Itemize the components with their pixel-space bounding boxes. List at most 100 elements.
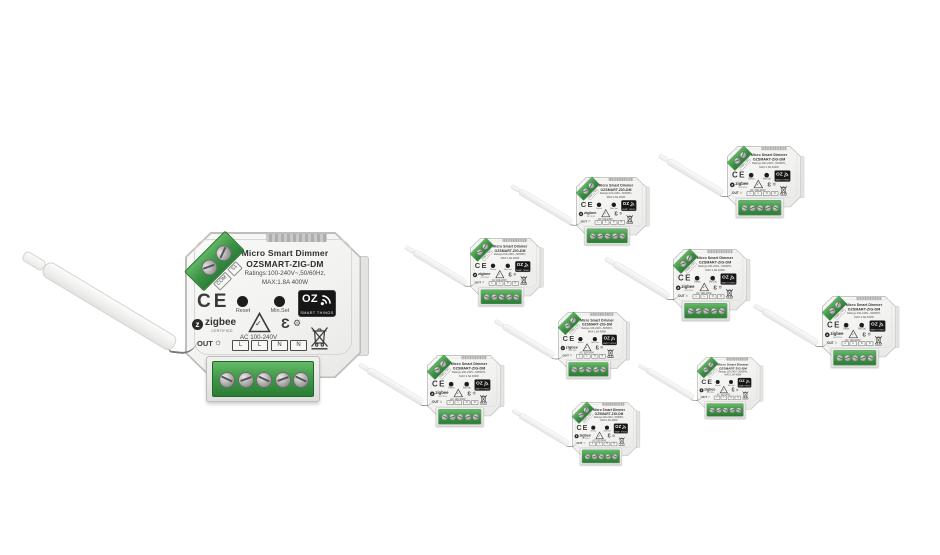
terminal-label-l1: L <box>713 395 721 400</box>
label-title-block: Micro Smart Dimmer OZSMART-ZIG-DM Rating… <box>710 363 756 377</box>
oz-logo-subtext: SMART THINGS <box>870 328 885 331</box>
e-certification-mark: Ɛ <box>467 389 472 397</box>
reset-label: Reset <box>694 280 701 284</box>
product-title: Micro Smart Dimmer <box>750 152 788 157</box>
terminal-screw <box>859 354 867 362</box>
rcm-triangle-icon: ✓ <box>699 282 710 292</box>
product-model: OZSMART-ZIG-DM <box>581 322 613 327</box>
terminal-label-l2: L <box>454 400 462 405</box>
antenna-rod <box>501 322 556 360</box>
load-fan-icon: ☼ <box>569 352 573 357</box>
terminal-label-n2: N <box>771 191 779 196</box>
label-title-block: Micro Smart Dimmer OZSMART-ZIG-DM Rating… <box>221 248 349 287</box>
wifi-icon <box>730 275 735 280</box>
terminal-screw <box>472 413 480 421</box>
terminal-screw <box>718 307 726 315</box>
gear-icon: ⚙ <box>735 387 739 392</box>
rcm-check-glyph: ✓ <box>702 285 706 290</box>
oz-brand-logo: OZ SMART THINGS <box>602 334 617 346</box>
max-load-line: MAX:1.8A 400W <box>854 315 874 319</box>
terminal-label-l2: L <box>700 294 708 299</box>
device-small-8: COM S1 Micro Smart Dimmer OZSMART-ZIG-DM… <box>637 356 764 419</box>
device-small-1: COM S1 Micro Smart Dimmer OZSMART-ZIG-DM… <box>658 145 805 218</box>
bottom-terminal-green <box>833 350 877 366</box>
reset-button <box>748 172 754 178</box>
zigbee-logo-text: zigbee <box>579 433 591 438</box>
zigbee-icon: z <box>675 285 681 291</box>
weee-bin-icon <box>618 437 625 446</box>
minset-button <box>764 172 769 178</box>
antenna-rod <box>761 307 820 347</box>
terminal-screw <box>275 372 291 388</box>
oz-brand-logo: OZ SMART THINGS <box>515 261 531 272</box>
terminal-screw <box>612 233 619 240</box>
terminal-label-n2: N <box>866 341 874 346</box>
mounting-clip <box>707 249 733 253</box>
ce-mark: CE <box>827 320 841 330</box>
mounting-clip <box>502 238 527 242</box>
terminal-screw <box>605 453 612 460</box>
ac-rating-label: AC 100-240V <box>589 440 609 443</box>
ratings-line: Ratings:100-240V~,50/60Hz, <box>594 416 624 419</box>
minset-label: Min.Set <box>762 177 771 181</box>
product-title: Micro Smart Dimmer <box>696 255 734 260</box>
terminal-screw <box>584 453 591 460</box>
terminal-screw <box>598 453 605 460</box>
rcm-triangle-icon: ✓ <box>453 388 464 398</box>
weee-bin-icon <box>742 391 749 400</box>
wifi-icon <box>622 425 626 430</box>
ac-rating-label: AC 100-240V <box>750 188 766 192</box>
rcm-triangle-icon: ✓ <box>582 343 592 352</box>
minset-label: Min.Set <box>591 341 599 344</box>
product-title: Micro Smart Dimmer <box>845 302 883 307</box>
zigbee-logo-text: zigbee <box>478 272 491 277</box>
terminal-screw <box>498 294 505 301</box>
weee-bin-icon <box>626 215 634 225</box>
terminal-screw <box>741 204 748 212</box>
terminal-label-n1: N <box>591 354 599 359</box>
e-certification-mark: Ɛ <box>607 432 611 439</box>
out-label: OUT <box>678 293 685 298</box>
zigbee-logo-subtext: CERTIFIED <box>706 391 715 394</box>
mounting-clip <box>726 357 749 361</box>
terminal-label-l1: L <box>232 340 249 351</box>
ac-rating-label: AC 100-240V <box>597 217 613 221</box>
terminal-label-n1: N <box>610 220 618 225</box>
out-label: OUT <box>576 441 583 445</box>
terminal-label-n1: N <box>763 191 771 196</box>
out-label: OUT <box>827 340 834 345</box>
load-fan-icon: ☼ <box>834 339 838 345</box>
oz-logo-text: OZ <box>302 293 318 305</box>
mounting-clip <box>761 146 787 150</box>
rcm-check-glyph: ✓ <box>756 182 760 187</box>
antenna-rod <box>612 260 671 300</box>
terminal-label-l2: L <box>754 191 762 196</box>
zigbee-logo-subtext: CERTIFIED <box>437 395 448 398</box>
reset-button <box>843 322 849 328</box>
terminal-screw <box>772 204 780 212</box>
reset-label: Reset <box>448 386 455 390</box>
terminal-label-n1: N <box>603 441 611 447</box>
bottom-terminal-green <box>586 228 628 243</box>
terminal-screw <box>593 366 600 373</box>
reset-button <box>591 425 596 430</box>
minset-button <box>604 425 609 430</box>
bottom-terminal-housing <box>579 447 622 465</box>
terminal-screw <box>600 366 607 373</box>
max-load-line: MAX:1.8A 400W <box>500 256 520 260</box>
label-title-block: Micro Smart Dimmer OZSMART-ZIG-DM Rating… <box>688 256 742 272</box>
terminal-screw <box>604 233 611 240</box>
ratings-line: Ratings:100-240V~,50/60Hz, <box>599 192 633 195</box>
zigbee-icon: z <box>729 182 735 188</box>
max-load-line: MAX:1.8A 400W <box>587 330 607 334</box>
ce-mark: CE <box>678 273 692 283</box>
terminal-label-l2: L <box>251 340 268 351</box>
terminal-screw <box>483 294 490 301</box>
antenna-rod <box>666 157 725 197</box>
weee-bin-icon <box>311 327 328 350</box>
oz-logo-subtext: SMART THINGS <box>475 387 490 390</box>
bottom-terminal-green <box>684 303 728 319</box>
rcm-triangle-icon: ✓ <box>753 179 764 189</box>
bottom-terminal-green <box>738 200 782 216</box>
